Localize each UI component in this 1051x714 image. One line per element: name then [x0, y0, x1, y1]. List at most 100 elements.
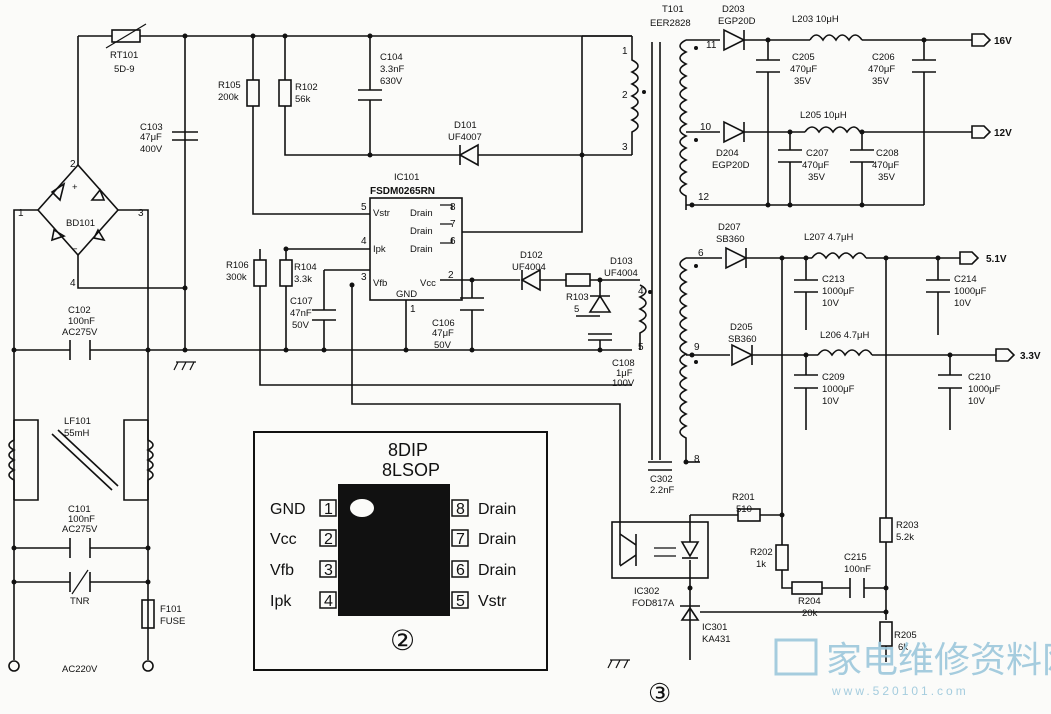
d102-val: UF4004: [512, 262, 546, 273]
figure-number-2: ②: [390, 625, 415, 656]
svg-text:2: 2: [448, 270, 454, 281]
inductor-l206: [817, 349, 873, 357]
d207-ref: D207: [718, 222, 741, 233]
tnr-label: TNR: [70, 596, 90, 607]
d207-val: SB360: [716, 234, 745, 245]
c205-val1: 470μF: [790, 64, 817, 75]
inductor-l207: [811, 252, 867, 260]
svg-text:12: 12: [698, 192, 710, 203]
package-pin-box: [451, 591, 469, 609]
r102-ref: R102: [295, 82, 318, 93]
watermark-url: www.520101.com: [831, 684, 969, 698]
r201-val: 510: [736, 504, 752, 515]
package-pin-number: 3: [324, 562, 333, 579]
r204-ref: R204: [798, 596, 821, 607]
l206-label: L206 4.7μH: [820, 330, 869, 341]
c213-val2: 10V: [822, 298, 840, 309]
c210-val2: 10V: [968, 396, 986, 407]
resistor-r203: [879, 517, 893, 543]
c209-val2: 10V: [822, 396, 840, 407]
package-pin-name-left: Vfb: [270, 562, 294, 579]
c214-val1: 1000μF: [954, 286, 987, 297]
output-terminals: [959, 33, 1016, 362]
c210-val1: 1000μF: [968, 384, 1001, 395]
c106-ref: C106: [432, 318, 455, 329]
ac-terminal-n: [142, 660, 154, 672]
diode-d103: [588, 294, 612, 313]
d204-ref: D204: [716, 148, 739, 159]
c108-val1: 1μF: [616, 368, 633, 379]
svg-text:4: 4: [361, 236, 367, 247]
l203-label: L203 10μH: [792, 14, 839, 25]
bridge-diodes-bd101: [50, 182, 106, 242]
r202-ref: R202: [750, 547, 773, 558]
package-pin-number: 5: [456, 593, 465, 610]
secondary-wires: [686, 39, 996, 660]
c209-val1: 1000μF: [822, 384, 855, 395]
diode-d101: [458, 143, 479, 167]
package-pin-name-left: GND: [270, 501, 306, 518]
svg-text:1: 1: [622, 46, 628, 57]
svg-text:1: 1: [410, 304, 416, 315]
package-pin-number: 2: [324, 531, 333, 548]
thermistor-rt101: [105, 23, 147, 49]
r203-val: 5.2k: [896, 532, 914, 543]
resistor-r103: [565, 273, 591, 287]
capacitor-c107: [312, 309, 336, 321]
ic101-pin-ipk: Ipk: [373, 244, 386, 255]
package-pin-number: 8: [456, 501, 465, 518]
c107-val2: 50V: [292, 320, 310, 331]
package-pin-name-right: Drain: [478, 562, 516, 579]
capacitor-c101: [14, 538, 148, 558]
package-pin-name-right: Vstr: [478, 593, 507, 610]
r203-ref: R203: [896, 520, 919, 531]
rt101-val: 5D-9: [114, 64, 135, 75]
svg-text:3: 3: [361, 272, 367, 283]
capacitor-c302: [648, 461, 672, 471]
capacitor-c207: [778, 149, 802, 163]
capacitor-c215: [849, 578, 865, 598]
capacitor-c208: [850, 149, 874, 163]
c101-val1: 100nF: [68, 514, 95, 525]
c205-val2: 35V: [794, 76, 812, 87]
c205-ref: C205: [792, 52, 815, 63]
package-pin-name-left: Vcc: [270, 531, 297, 548]
f101-val: FUSE: [160, 616, 185, 627]
svg-text:5: 5: [361, 202, 367, 213]
c207-ref: C207: [806, 148, 829, 159]
c208-val2: 35V: [878, 172, 896, 183]
bd101-label: BD101: [66, 218, 95, 229]
pin1-marker: [350, 499, 374, 517]
capacitor-c210: [938, 374, 962, 389]
inductor-l205: [804, 126, 861, 134]
rt101-ref: RT101: [110, 50, 138, 61]
svg-text:2: 2: [70, 159, 76, 170]
c103-ref: C103: [140, 122, 163, 133]
output-16v: 16V: [994, 36, 1012, 47]
r205-ref: R205: [894, 630, 917, 641]
c207-val1: 470μF: [802, 160, 829, 171]
svg-text:8: 8: [694, 454, 700, 465]
c102-val2: AC275V: [62, 327, 98, 338]
c206-ref: C206: [872, 52, 895, 63]
ic101-pin-drain7: Drain: [410, 226, 433, 237]
r202-val: 1k: [756, 559, 766, 570]
diode-d204: [723, 120, 746, 144]
resistor-r202: [775, 544, 789, 571]
c104-val1: 3.3nF: [380, 64, 404, 75]
capacitor-c205: [756, 59, 780, 73]
optocoupler-ic302: [611, 521, 709, 579]
package-pin-box: [319, 529, 337, 547]
lf101-val: 55mH: [64, 428, 89, 439]
c215-ref: C215: [844, 552, 867, 563]
d204-val: EGP20D: [712, 160, 750, 171]
svg-text:6: 6: [698, 248, 704, 259]
output-12v: 12V: [994, 128, 1012, 139]
c104-val2: 630V: [380, 76, 403, 87]
svg-text:3: 3: [622, 142, 628, 153]
lf101-ref: LF101: [64, 416, 91, 427]
c107-val1: 47nF: [290, 308, 312, 319]
ac-input-label: AC220V: [62, 664, 98, 675]
ic101-pin-gnd: GND: [396, 289, 417, 300]
